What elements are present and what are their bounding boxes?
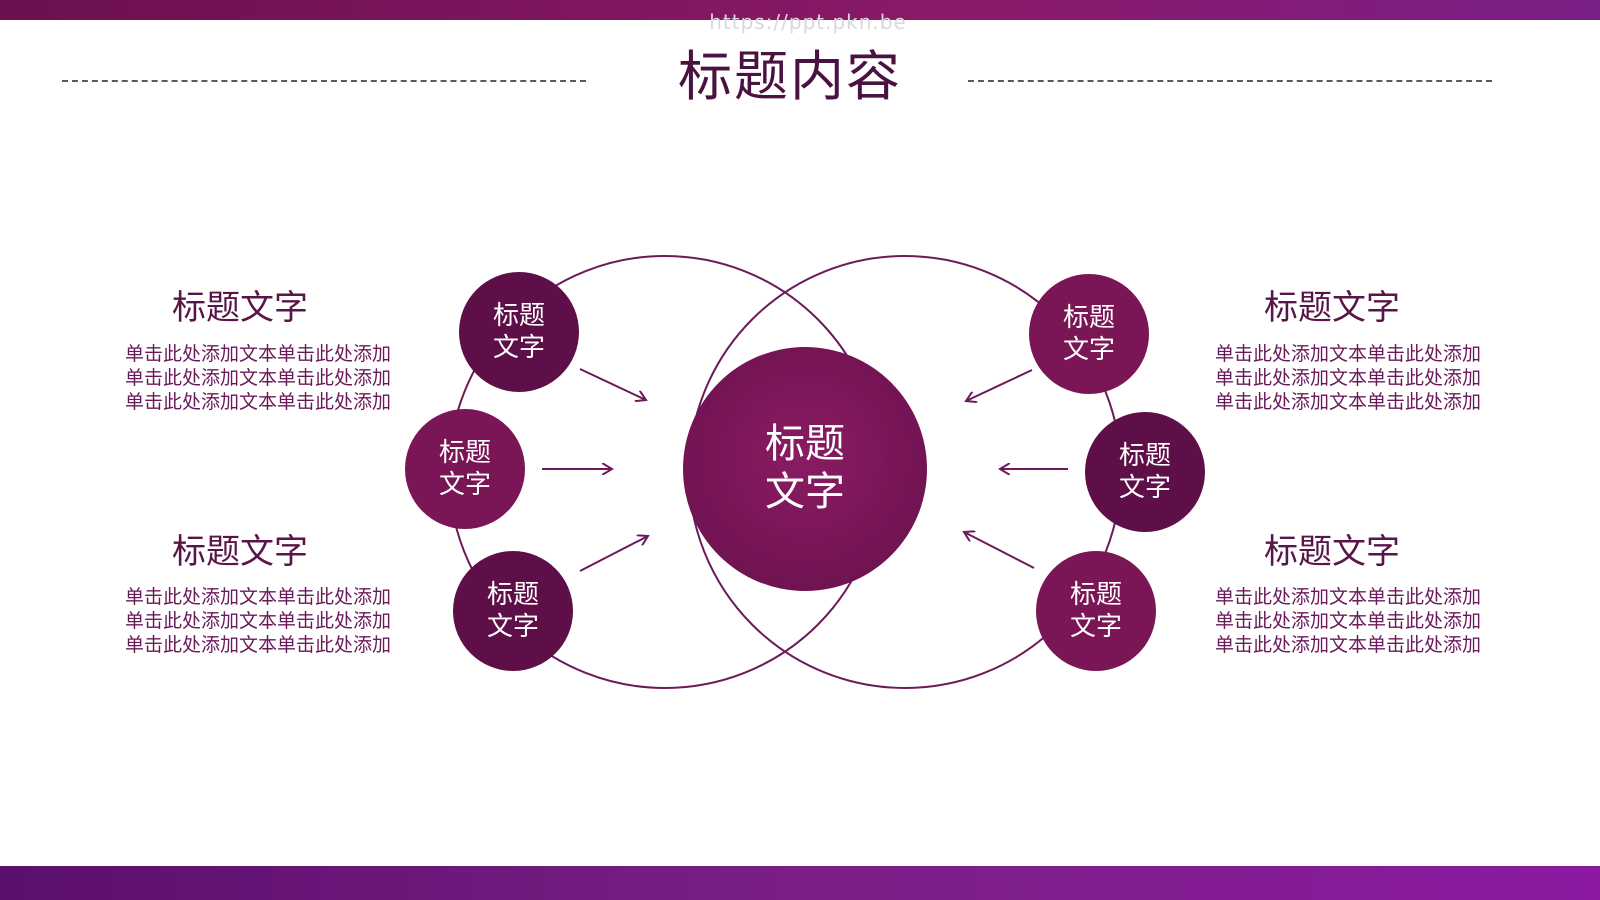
satellite-label-left-bottom: 标题 文字 [463, 579, 563, 643]
arrow-bottom-left [579, 536, 648, 572]
satellite-label-right-mid: 标题 文字 [1095, 440, 1195, 504]
satellite-line2: 文字 [492, 333, 545, 363]
title-divider-left [62, 80, 586, 82]
panel-text-line: 单击此处添加文本单击此处添加 [124, 586, 391, 608]
panel-title-left-top: 标题文字 [172, 288, 308, 328]
panel-text-line: 单击此处添加文本单击此处添加 [1214, 391, 1481, 413]
satellite-node-right-bottom [1036, 551, 1156, 671]
satellite-label-right-bottom: 标题 文字 [1046, 579, 1146, 643]
satellite-node-left-bottom [453, 551, 573, 671]
satellite-line2: 文字 [1069, 612, 1122, 642]
satellite-line1: 标题 [1118, 441, 1171, 471]
panel-text-line: 单击此处添加文本单击此处添加 [1214, 610, 1481, 632]
panel-text-line: 单击此处添加文本单击此处添加 [124, 634, 391, 656]
panel-text-line: 单击此处添加文本单击此处添加 [124, 391, 391, 413]
panel-body-left-top: 单击此处添加文本单击此处添加 单击此处添加文本单击此处添加 单击此处添加文本单击… [108, 342, 408, 414]
panel-text-line: 单击此处添加文本单击此处添加 [1214, 586, 1481, 608]
satellite-node-left-top [459, 272, 579, 392]
satellite-line2: 文字 [1118, 473, 1171, 503]
satellite-node-right-top [1029, 274, 1149, 394]
satellite-line2: 文字 [486, 612, 539, 642]
panel-body-right-bottom: 单击此处添加文本单击此处添加 单击此处添加文本单击此处添加 单击此处添加文本单击… [1198, 585, 1498, 657]
satellite-label-left-mid: 标题 文字 [415, 437, 515, 501]
satellite-line1: 标题 [1069, 580, 1122, 610]
satellite-node-left-mid [405, 409, 525, 529]
satellite-line2: 文字 [1062, 335, 1115, 365]
arrow-top-right [966, 369, 1033, 401]
satellite-node-right-mid [1085, 412, 1205, 532]
panel-text-line: 单击此处添加文本单击此处添加 [124, 610, 391, 632]
panel-text-line: 单击此处添加文本单击此处添加 [1214, 367, 1481, 389]
center-node-line2: 文字 [765, 469, 845, 515]
center-node [683, 347, 927, 591]
satellite-line1: 标题 [1062, 303, 1115, 333]
top-decorative-band [0, 0, 1600, 20]
center-node-line1: 标题 [765, 421, 845, 467]
satellite-line1: 标题 [486, 580, 539, 610]
panel-body-left-bottom: 单击此处添加文本单击此处添加 单击此处添加文本单击此处添加 单击此处添加文本单击… [108, 585, 408, 657]
panel-text-line: 单击此处添加文本单击此处添加 [124, 343, 391, 365]
watermark: https://ppt.pkn.be [709, 10, 907, 34]
center-node-label: 标题 文字 [705, 420, 905, 516]
page-title: 标题内容 [678, 45, 902, 108]
satellite-label-left-top: 标题 文字 [469, 300, 569, 364]
panel-text-line: 单击此处添加文本单击此处添加 [1214, 343, 1481, 365]
title-divider-right [968, 80, 1492, 82]
panel-body-right-top: 单击此处添加文本单击此处添加 单击此处添加文本单击此处添加 单击此处添加文本单击… [1198, 342, 1498, 414]
bottom-decorative-band [0, 866, 1600, 900]
arrow-bottom-right [964, 532, 1035, 569]
panel-title-left-bottom: 标题文字 [172, 532, 308, 572]
satellite-label-right-top: 标题 文字 [1039, 302, 1139, 366]
panel-text-line: 单击此处添加文本单击此处添加 [1214, 634, 1481, 656]
satellite-line1: 标题 [492, 301, 545, 331]
panel-title-right-bottom: 标题文字 [1264, 532, 1400, 572]
panel-text-line: 单击此处添加文本单击此处添加 [124, 367, 391, 389]
satellite-line2: 文字 [438, 470, 491, 500]
arrow-top-left [579, 368, 646, 400]
panel-title-right-top: 标题文字 [1264, 288, 1400, 328]
satellite-line1: 标题 [438, 438, 491, 468]
